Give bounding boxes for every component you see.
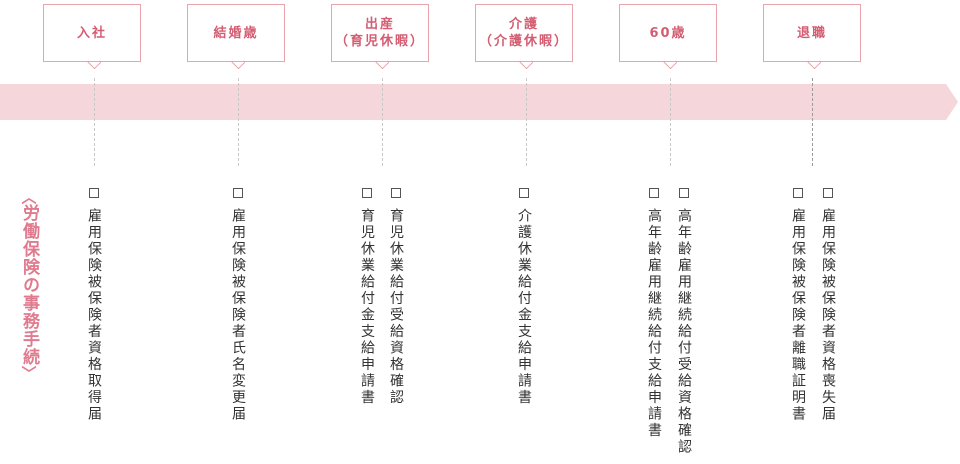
stage-pointer [87, 62, 101, 76]
stage-box-age-60: 60歳 [619, 4, 717, 62]
stage-box-joining: 入社 [43, 4, 141, 62]
checkbox-icon[interactable] [391, 188, 401, 198]
stage-label: 退職 [796, 25, 827, 41]
doc-item: 雇用保険被保険者資格喪失届 [820, 188, 836, 423]
doc-label: 雇用保険被保険者氏名変更届 [230, 208, 246, 423]
stage-pointer [519, 62, 533, 76]
timeline-arrow-head [946, 84, 958, 120]
checkbox-icon[interactable] [793, 188, 803, 198]
checkbox-icon[interactable] [649, 188, 659, 198]
doc-item: 介護休業給付金支給申請書 [516, 188, 532, 406]
guide-line [94, 78, 95, 166]
checkbox-icon[interactable] [362, 188, 372, 198]
guide-line [238, 78, 239, 166]
checkbox-icon[interactable] [89, 188, 99, 198]
checkbox-icon[interactable] [519, 188, 529, 198]
section-label-labor-insurance: 〈 労働保険の事務手続 〉 [14, 189, 44, 381]
stage-label: 60歳 [649, 25, 687, 41]
guide-line [812, 78, 813, 166]
checkbox-icon[interactable] [233, 188, 243, 198]
stage-box-marriage: 結婚歳 [187, 4, 285, 62]
checkbox-icon[interactable] [679, 188, 689, 198]
stage-sublabel: （介護休暇） [478, 34, 569, 49]
doc-label: 高年齢雇用継続給付支給申請書 [646, 208, 662, 439]
doc-label: 育児休業給付金支給申請書 [359, 208, 375, 406]
doc-item: 高年齢雇用継続給付支給申請書 [646, 188, 662, 439]
stage-label: 出産 [364, 17, 395, 32]
doc-label: 介護休業給付金支給申請書 [516, 208, 532, 406]
guide-line [670, 78, 671, 166]
checkbox-icon[interactable] [823, 188, 833, 198]
stage-box-nursing-care: 介護 （介護休暇） [475, 4, 573, 62]
doc-item: 雇用保険被保険者資格取得届 [86, 188, 102, 423]
stage-label: 介護 [508, 17, 539, 32]
stage-pointer [663, 62, 677, 76]
doc-label: 雇用保険被保険者資格喪失届 [820, 208, 836, 423]
stage-pointer [231, 62, 245, 76]
timeline-bar [0, 84, 946, 120]
doc-item: 雇用保険被保険者氏名変更届 [230, 188, 246, 423]
stage-label: 結婚歳 [213, 25, 259, 41]
doc-item: 雇用保険被保険者離職証明書 [790, 188, 806, 423]
doc-label: 育児休業給付受給資格確認 [388, 208, 404, 406]
stage-box-retirement: 退職 [763, 4, 861, 62]
doc-item: 高年齢雇用継続給付受給資格確認 [676, 188, 692, 456]
doc-label: 雇用保険被保険者離職証明書 [790, 208, 806, 423]
guide-line [526, 78, 527, 166]
doc-item: 育児休業給付金支給申請書 [359, 188, 375, 406]
stage-label: 入社 [76, 25, 107, 41]
label-text: 労働保険の事務手続 [19, 204, 39, 366]
stage-pointer [807, 62, 821, 76]
label-bracket-close: 〉 [19, 365, 38, 381]
stage-pointer [375, 62, 389, 76]
doc-label: 高年齢雇用継続給付受給資格確認 [676, 208, 692, 456]
stage-sublabel: （育児休暇） [334, 34, 425, 49]
doc-item: 育児休業給付受給資格確認 [388, 188, 404, 406]
doc-label: 雇用保険被保険者資格取得届 [86, 208, 102, 423]
stage-box-childbirth: 出産 （育児休暇） [331, 4, 429, 62]
guide-line [382, 78, 383, 166]
label-bracket-open: 〈 [19, 189, 38, 205]
